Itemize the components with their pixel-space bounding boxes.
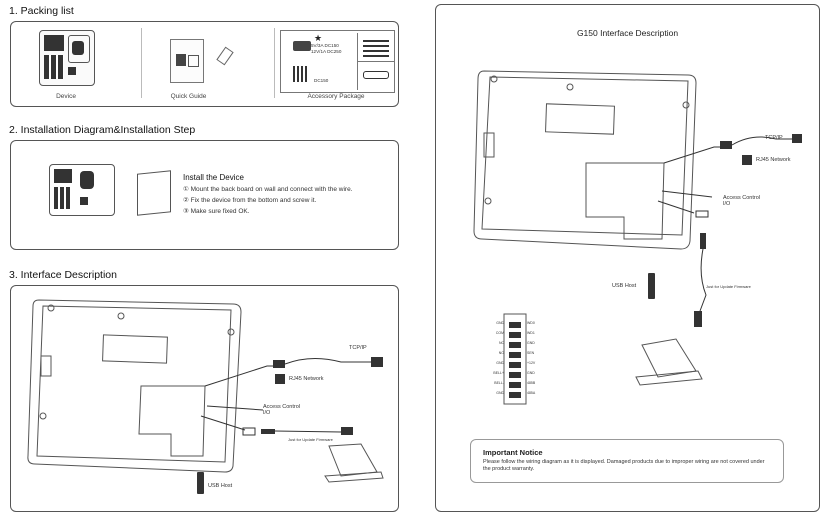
notice-title: Important Notice xyxy=(483,448,543,457)
screw-pack-icon xyxy=(216,46,234,66)
wire-connector-icon xyxy=(293,66,309,82)
g150-usb-host-label: USB Host xyxy=(612,283,637,289)
interface-diagram xyxy=(27,299,384,494)
g150-panel: G150 Interface Description TCP/IP RJ45 N… xyxy=(435,4,820,512)
g150-access-control-label: Access Control I/O xyxy=(723,195,760,207)
access-control-label: Access Control I/O xyxy=(263,404,300,416)
device-front-illustration xyxy=(49,164,115,216)
accessory-package-frame: ★ 5V/3A DC150 12V/1A DC250 DC150 xyxy=(280,30,395,93)
quick-guide-label: Quick Guide xyxy=(170,93,207,100)
install-step-2: ② Fix the device from the bottom and scr… xyxy=(183,197,317,204)
usb-cable-icon xyxy=(363,71,389,79)
interface-title: 3. Interface Description xyxy=(9,269,117,281)
install-step-3: ③ Make sure fixed OK. xyxy=(183,208,250,215)
power-adapter-icon xyxy=(293,41,311,51)
rj45-label: RJ45 Network xyxy=(289,376,324,382)
packing-list-title: 1. Packing list xyxy=(9,5,74,17)
pin-labels-right: WD0 WD1 GND SEN +12V GND 485B 485A xyxy=(527,321,536,395)
quick-guide-illustration xyxy=(170,39,204,83)
tcpip-label: TCP/IP xyxy=(349,345,367,351)
interface-box: TCP/IP RJ45 Network Access Control I/O J… xyxy=(10,285,399,512)
usb-host-label: USB Host xyxy=(208,483,233,489)
device-label: Device xyxy=(56,93,76,100)
install-heading: Install the Device xyxy=(183,173,244,182)
back-board-illustration xyxy=(137,170,171,216)
device-illustration xyxy=(39,30,95,86)
install-step-1: ① Mount the back board on wall and conne… xyxy=(183,186,353,193)
pin-labels-left: GND COM NC NO GND BELL+ BELL- GND xyxy=(493,321,504,395)
star-icon: ★ xyxy=(314,33,323,43)
packing-list-box: Device Quick Guide ★ 5V/3A DC150 12V/1A … xyxy=(10,21,399,107)
g150-tcpip-label: TCP/IP xyxy=(765,135,783,141)
g150-title: G150 Interface Description xyxy=(576,28,679,38)
screws-icon xyxy=(363,37,389,57)
pin-terminals xyxy=(509,320,521,398)
important-notice: Important Notice Please follow the wirin… xyxy=(470,439,784,483)
accessory-package-label: Accessory Package xyxy=(307,93,365,100)
g150-diagram xyxy=(473,70,802,405)
installation-title: 2. Installation Diagram&Installation Ste… xyxy=(9,124,196,136)
g150-rj45-label: RJ45 Network xyxy=(756,157,791,163)
update-firmware-label: Just for Update Firmware xyxy=(288,437,333,442)
notice-text: Please follow the wiring diagram as it i… xyxy=(483,459,765,472)
installation-box: Install the Device ① Mount the back boar… xyxy=(10,140,399,250)
g150-update-firmware-label: Just for Update Firmware xyxy=(706,284,751,289)
